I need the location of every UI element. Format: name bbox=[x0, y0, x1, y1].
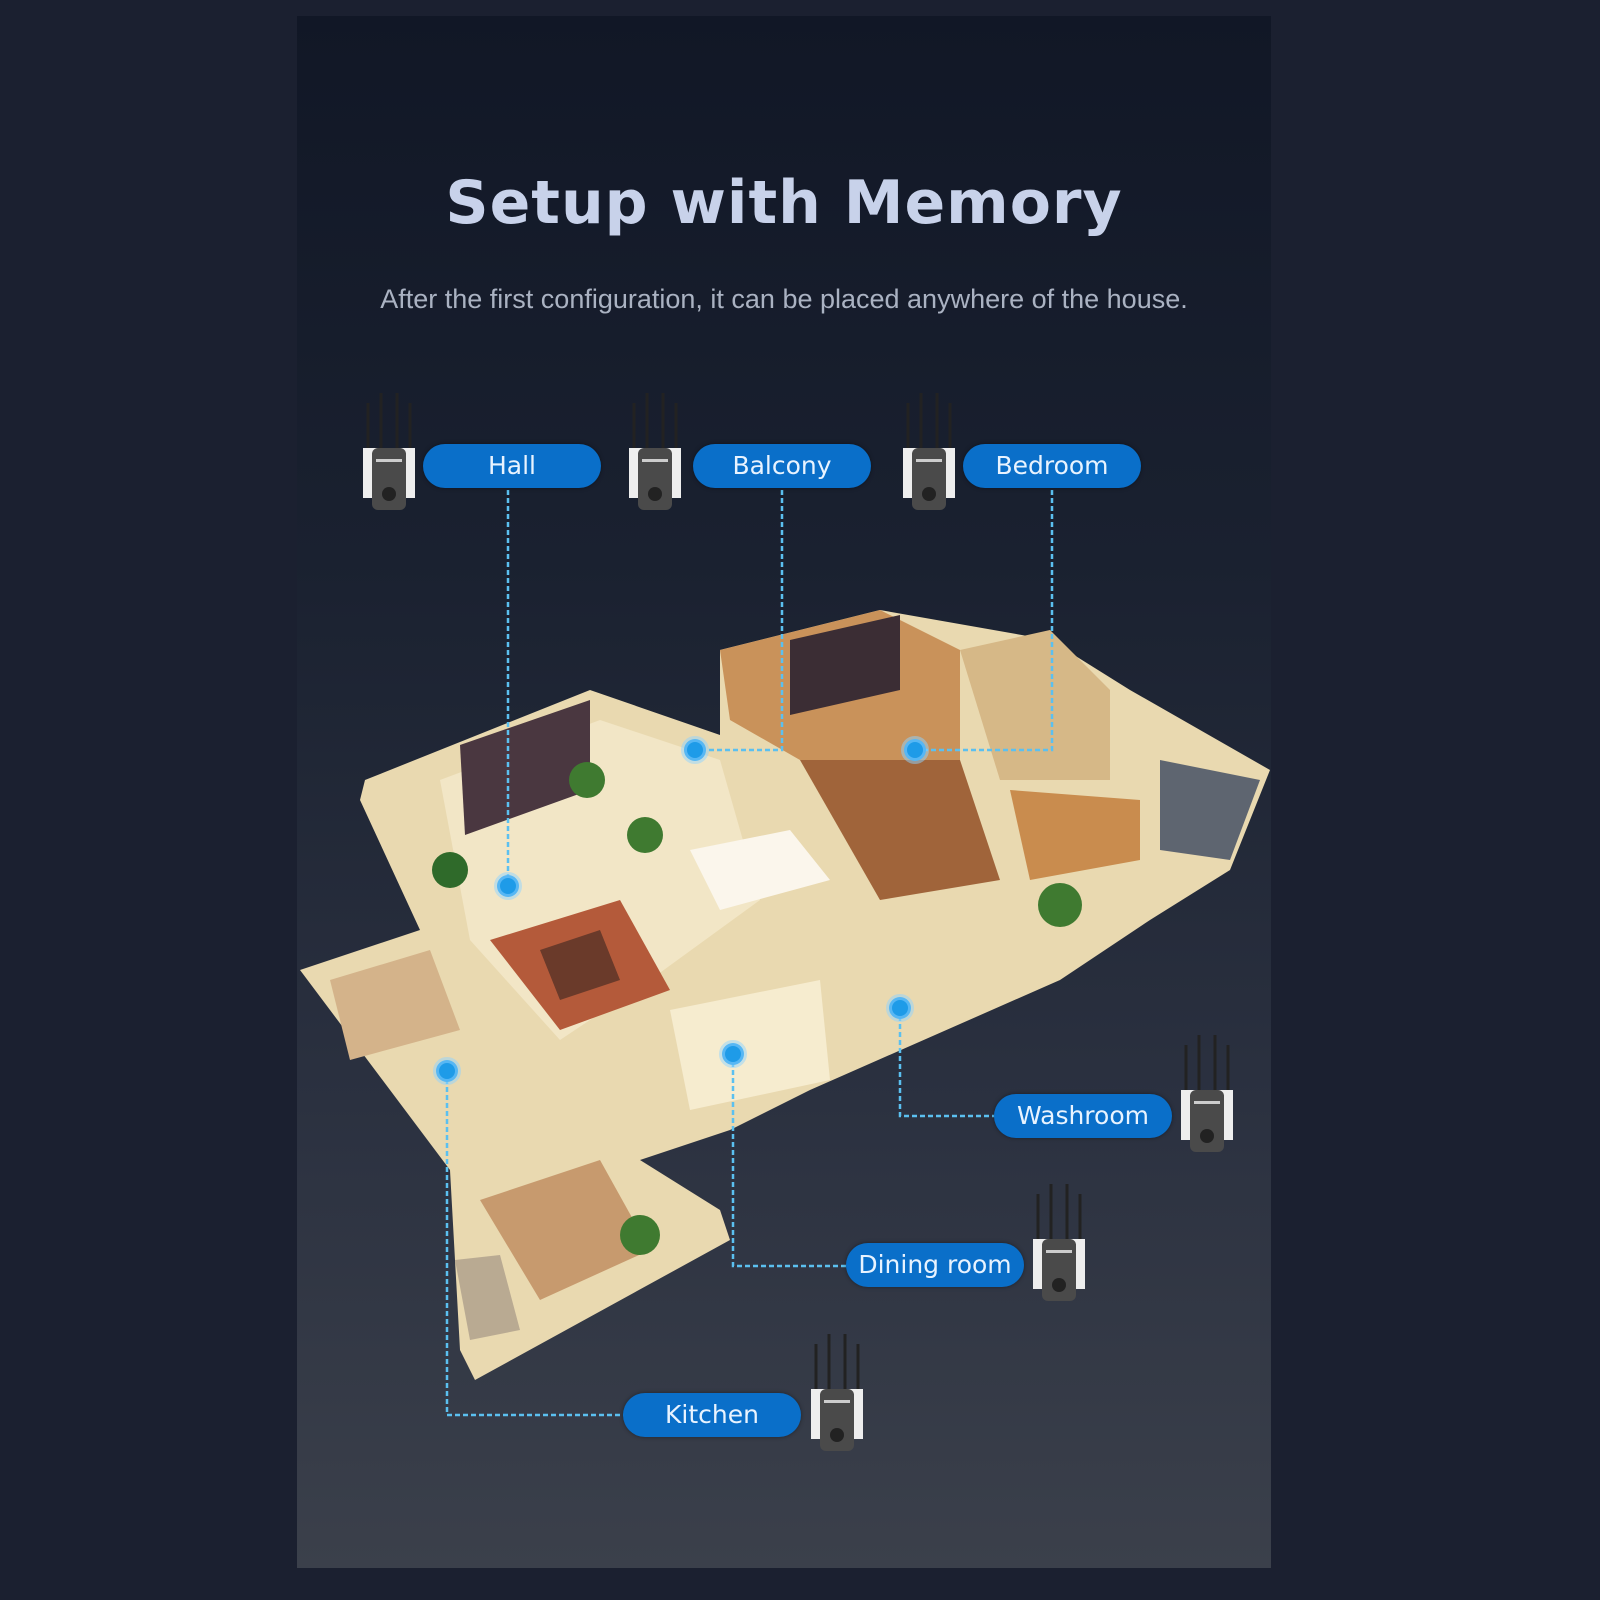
page-title: Setup with Memory bbox=[445, 168, 1123, 238]
marker-dot-bedroom[interactable] bbox=[901, 736, 929, 764]
location-pill-balcony[interactable]: Balcony bbox=[693, 444, 871, 488]
marker-dot-kitchen[interactable] bbox=[433, 1057, 461, 1085]
location-markers bbox=[433, 736, 929, 1085]
location-pill-hall[interactable]: Hall bbox=[423, 444, 601, 488]
connector-lines bbox=[445, 490, 1054, 1417]
marker-dot-balcony[interactable] bbox=[681, 736, 709, 764]
house-model bbox=[300, 610, 1270, 1380]
location-pill-kitchen[interactable]: Kitchen bbox=[623, 1393, 801, 1437]
page-subtitle: After the first configuration, it can be… bbox=[380, 284, 1188, 314]
location-pill-dining-room[interactable]: Dining room bbox=[846, 1243, 1024, 1287]
wifi-repeater-icon bbox=[902, 393, 956, 511]
wifi-repeater-icon bbox=[810, 1334, 864, 1452]
location-pill-bedroom[interactable]: Bedroom bbox=[963, 444, 1141, 488]
marker-dot-dining-room[interactable] bbox=[719, 1040, 747, 1068]
wifi-repeater-icon bbox=[362, 393, 416, 511]
marker-dot-washroom[interactable] bbox=[886, 994, 914, 1022]
marker-dot-hall[interactable] bbox=[494, 872, 522, 900]
wifi-repeater-icon bbox=[628, 393, 682, 511]
location-pill-washroom[interactable]: Washroom bbox=[994, 1094, 1172, 1138]
wifi-repeater-icon bbox=[1180, 1035, 1234, 1153]
wifi-repeater-icon bbox=[1032, 1184, 1086, 1302]
